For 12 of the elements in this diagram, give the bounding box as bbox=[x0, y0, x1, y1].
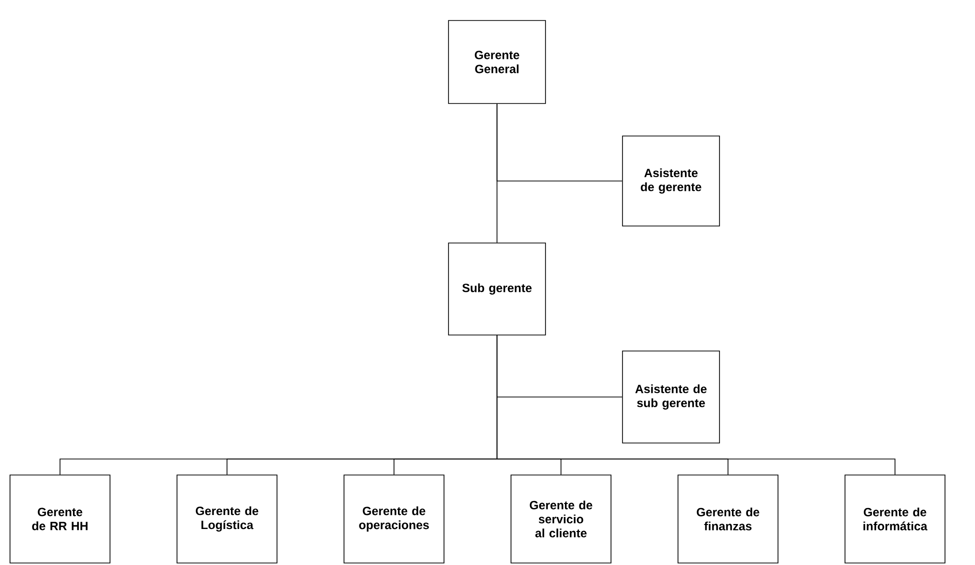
connector-line bbox=[496, 104, 622, 182]
connector-line bbox=[496, 335, 896, 475]
org-box: Gerente de finanzas bbox=[678, 474, 778, 564]
org-box: Sub gerente bbox=[448, 242, 546, 336]
org-box: Gerente de operaciones bbox=[344, 474, 444, 564]
org-box: Asistente de gerente bbox=[622, 136, 720, 226]
org-box: Gerente de informática bbox=[844, 474, 946, 564]
org-box: Asistente de sub gerente bbox=[622, 350, 720, 444]
org-box: Gerente de RR HH bbox=[10, 474, 110, 564]
org-box: Gerente General bbox=[448, 20, 546, 104]
org-box: Gerente de servicio al cliente bbox=[510, 474, 612, 564]
org-box: Gerente de Logística bbox=[176, 474, 278, 564]
